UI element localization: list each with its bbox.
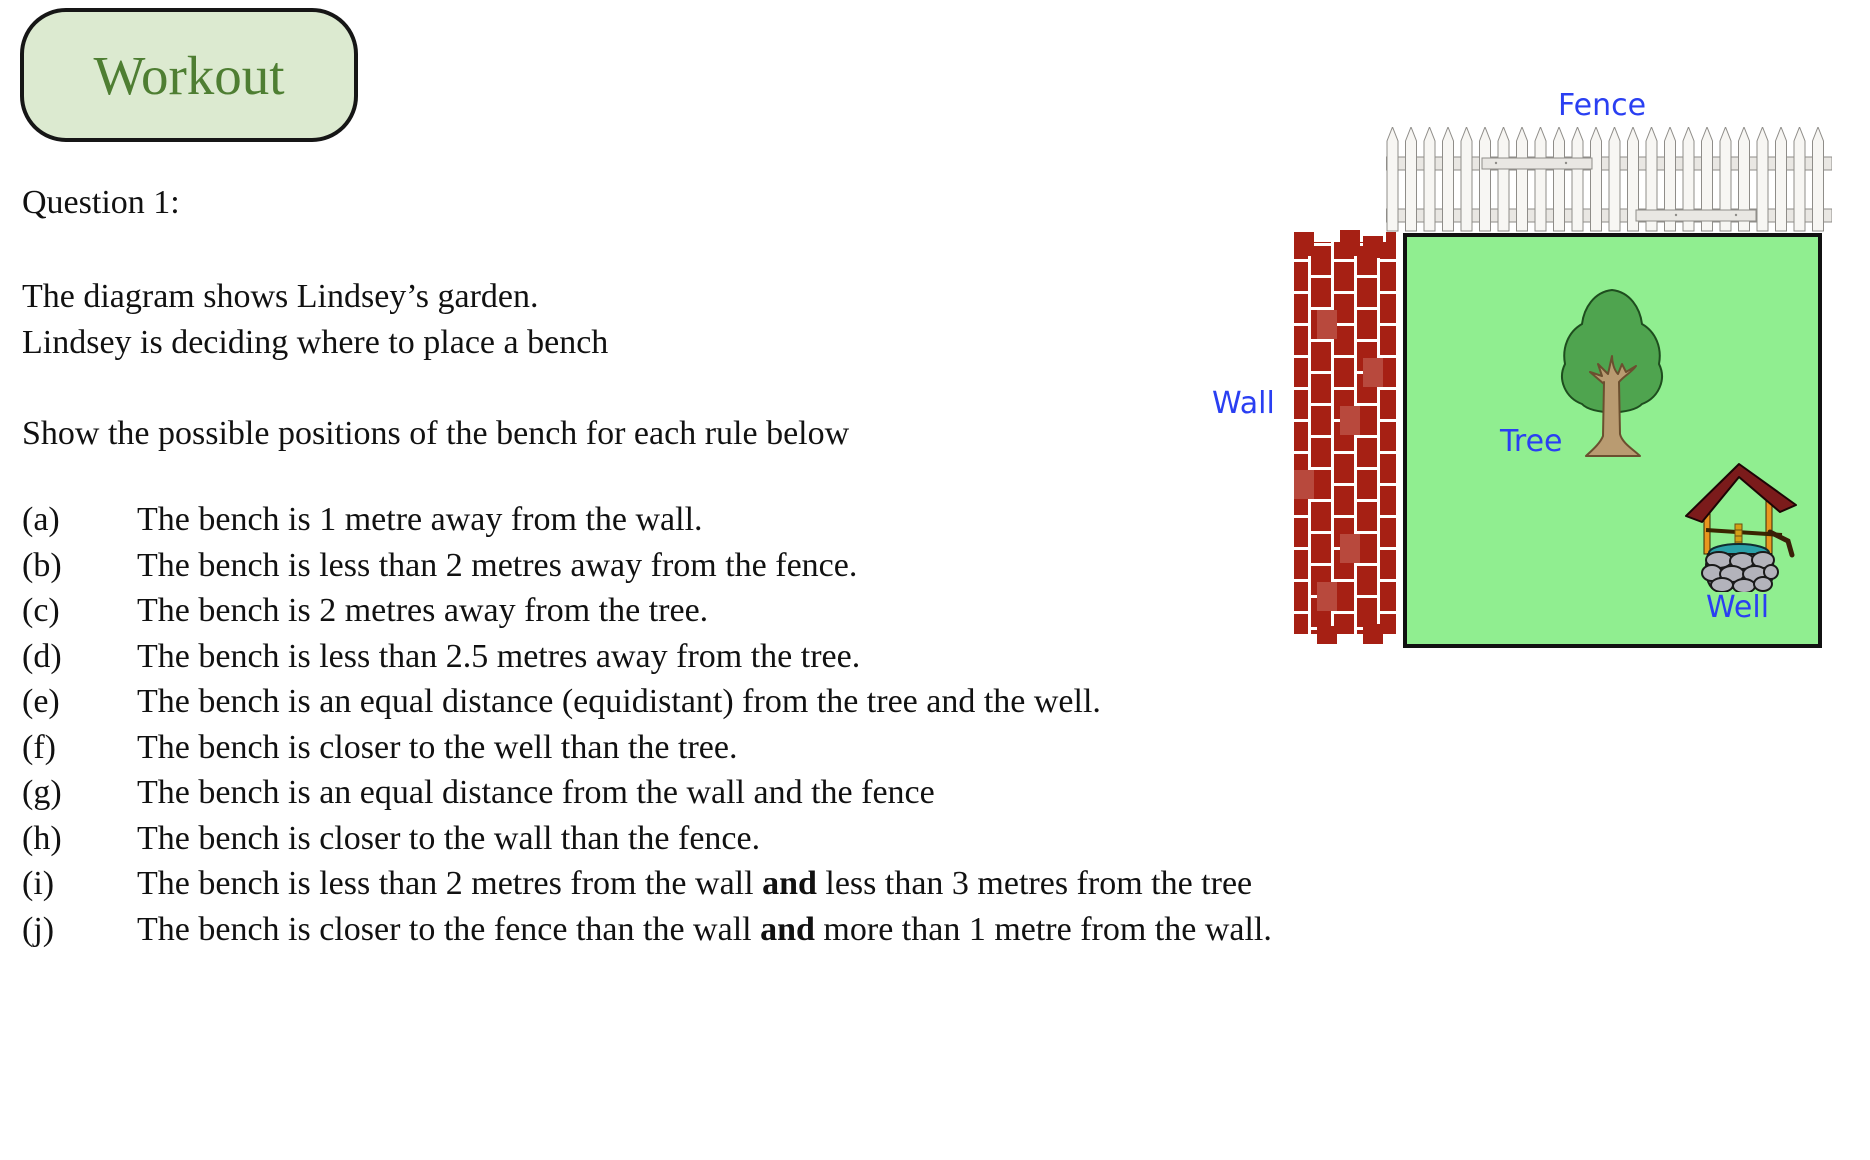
rule-item-a: (a) The bench is 1 metre away from the w…: [22, 501, 703, 538]
question-intro: The diagram shows Lindsey’s garden. Lind…: [22, 274, 608, 365]
fence-label: Fence: [1558, 88, 1647, 123]
wall-label: Wall: [1212, 386, 1275, 421]
rule-item-i: (i) The bench is less than 2 metres from…: [22, 865, 1253, 902]
rules-list: (a) The bench is 1 metre away from the w…: [22, 497, 1582, 952]
tree-icon: [1561, 288, 1663, 457]
rule-item-b: (b) The bench is less than 2 metres away…: [22, 546, 858, 584]
intro-line-2: Lindsey is deciding where to place a ben…: [22, 323, 609, 361]
question-title: Question 1:: [22, 184, 180, 221]
tree-label: Tree: [1500, 424, 1563, 459]
intro-line-1: The diagram shows Lindsey’s garden.: [22, 278, 539, 315]
rule-item-j: (j) The bench is closer to the fence tha…: [22, 910, 1272, 948]
rule-item-d: (d) The bench is less than 2.5 metres aw…: [22, 637, 861, 675]
fence-icon: [1386, 127, 1832, 232]
well-label: Well: [1706, 590, 1770, 625]
rule-item-c: (c) The bench is 2 metres away from the …: [22, 592, 709, 629]
rule-item-f: (f) The bench is closer to the well than…: [22, 728, 738, 766]
workout-badge-label: Workout: [93, 44, 285, 106]
rule-item-h: (h) The bench is closer to the wall than…: [22, 819, 761, 857]
workout-badge: Workout: [20, 8, 358, 142]
question-instruction: Show the possible positions of the bench…: [22, 415, 850, 452]
rule-item-g: (g) The bench is an equal distance from …: [22, 774, 935, 811]
rule-item-e: (e) The bench is an equal distance (equi…: [22, 683, 1101, 720]
well-icon: [1685, 463, 1797, 592]
